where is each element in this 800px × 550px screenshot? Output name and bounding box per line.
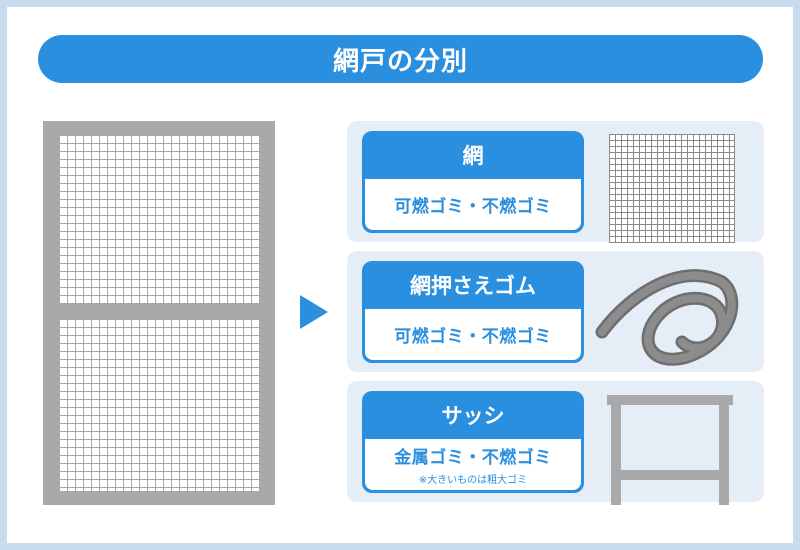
item-name: 網押さえゴム: [410, 274, 536, 298]
rubber-cord-icon: [595, 269, 739, 366]
item-label-rubber: 網押さえゴム 可燃ゴミ・不燃ゴミ: [362, 261, 584, 363]
item-name: サッシ: [441, 404, 505, 428]
item-name: 網: [462, 144, 484, 168]
item-note: ※大きいものは粗大ゴミ: [418, 475, 528, 486]
item-disposal-box: 可燃ゴミ・不燃ゴミ: [365, 309, 581, 360]
item-disposal: 可燃ゴミ・不燃ゴミ: [394, 327, 552, 347]
screen-mesh-top: [59, 135, 260, 304]
page-title: 網戸の分別: [38, 35, 763, 83]
item-disposal: 金属ゴミ・不燃ゴミ: [394, 448, 552, 468]
item-disposal: 可燃ゴミ・不燃ゴミ: [394, 197, 552, 217]
net-mesh-icon: [609, 134, 735, 243]
arrow-right-icon: [300, 295, 328, 329]
item-disposal-box: 金属ゴミ・不燃ゴミ ※大きいものは粗大ゴミ: [365, 439, 581, 490]
item-disposal-box: 可燃ゴミ・不燃ゴミ: [365, 179, 581, 230]
page-title-text: 網戸の分別: [332, 46, 468, 77]
sash-frame-icon: [607, 395, 733, 505]
item-label-net: 網 可燃ゴミ・不燃ゴミ: [362, 131, 584, 233]
item-label-sash: サッシ 金属ゴミ・不燃ゴミ ※大きいものは粗大ゴミ: [362, 391, 584, 493]
screen-mesh-bottom: [59, 319, 260, 491]
